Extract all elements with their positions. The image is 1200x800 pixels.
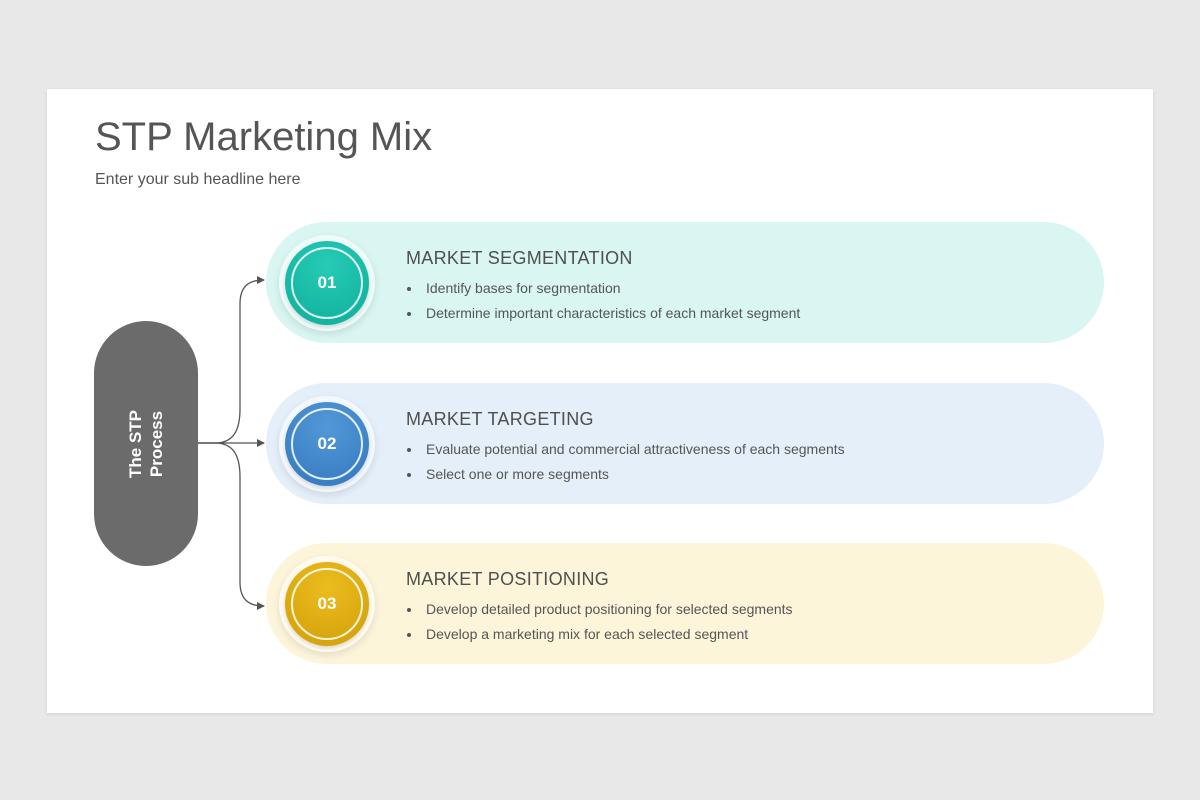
badge-ring — [291, 247, 363, 319]
connector-lines — [198, 276, 265, 610]
slide-title: STP Marketing Mix — [95, 115, 433, 159]
process-label-line-2: Process — [147, 410, 166, 477]
bullet-dot — [407, 633, 411, 637]
stp-process-pill: The STP Process — [94, 321, 198, 566]
bullet-dot — [407, 608, 411, 612]
step-number-badge: 02 — [285, 402, 369, 486]
bullet-text: Evaluate potential and commercial attrac… — [426, 441, 845, 457]
bullet-text: Identify bases for segmentation — [426, 280, 621, 296]
bullet-item: Develop a marketing mix for each selecte… — [406, 622, 793, 647]
step-number-badge: 01 — [285, 241, 369, 325]
bullet-item: Develop detailed product positioning for… — [406, 597, 793, 622]
step-number-badge: 03 — [285, 562, 369, 646]
bullet-dot — [407, 473, 411, 477]
step-bullet-list: Evaluate potential and commercial attrac… — [406, 437, 845, 487]
step-number: 03 — [317, 594, 337, 613]
step-market-positioning: 03 MARKET POSITIONING Develop detailed p… — [266, 543, 1104, 664]
slide: STP Marketing Mix Enter your sub headlin… — [47, 89, 1153, 713]
bullet-text: Develop a marketing mix for each selecte… — [426, 626, 749, 642]
process-label: The STP Process — [125, 409, 167, 477]
bullet-dot — [407, 287, 411, 291]
step-number: 01 — [317, 273, 337, 292]
bullet-text: Develop detailed product positioning for… — [426, 601, 793, 617]
bullet-item: Determine important characteristics of e… — [406, 301, 800, 326]
step-heading: MARKET TARGETING — [406, 409, 594, 429]
step-bullet-list: Develop detailed product positioning for… — [406, 597, 793, 647]
bullet-text: Determine important characteristics of e… — [426, 305, 801, 321]
step-market-targeting: 02 MARKET TARGETING Evaluate potential a… — [266, 383, 1104, 504]
process-label-line-1: The STP — [126, 409, 145, 478]
step-number: 02 — [317, 434, 337, 453]
badge-ring — [291, 408, 363, 480]
bullet-item: Select one or more segments — [406, 462, 845, 487]
bullet-item: Evaluate potential and commercial attrac… — [406, 437, 845, 462]
step-market-segmentation: 01 MARKET SEGMENTATION Identify bases fo… — [266, 222, 1104, 343]
bullet-item: Identify bases for segmentation — [406, 276, 800, 301]
bullet-dot — [407, 448, 411, 452]
badge-ring — [291, 568, 363, 640]
step-heading: MARKET POSITIONING — [406, 569, 610, 589]
slide-subtitle: Enter your sub headline here — [95, 171, 301, 188]
connector-to-step-1 — [198, 276, 265, 444]
step-bullet-list: Identify bases for segmentation Determin… — [406, 276, 800, 326]
step-heading: MARKET SEGMENTATION — [406, 248, 633, 268]
bullet-dot — [407, 312, 411, 316]
connector-to-step-3 — [198, 442, 265, 610]
bullet-text: Select one or more segments — [426, 466, 609, 482]
